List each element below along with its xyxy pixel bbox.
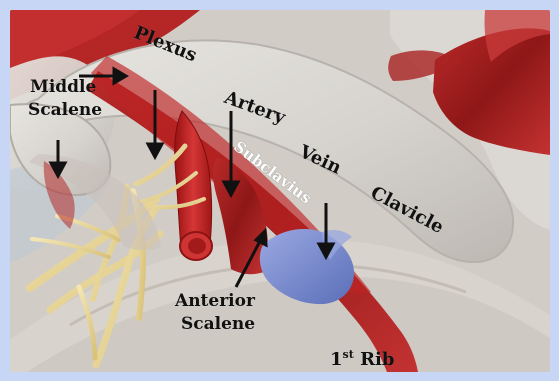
label-anterior: Anterior: [175, 293, 255, 310]
label-first-rib-word: Rib: [360, 349, 394, 370]
label-first-rib-suffix: st: [343, 348, 354, 361]
anatomy-drawing: [10, 10, 550, 372]
label-first-rib: 1st Rib: [330, 351, 394, 369]
label-anterior-scalene: Scalene: [181, 316, 255, 333]
anatomy-illustration: Plexus Middle Scalene Artery Subclavius …: [10, 10, 550, 372]
label-middle-scalene: Scalene: [28, 102, 102, 119]
label-first-rib-number: 1: [330, 349, 343, 370]
label-middle: Middle: [30, 79, 96, 96]
